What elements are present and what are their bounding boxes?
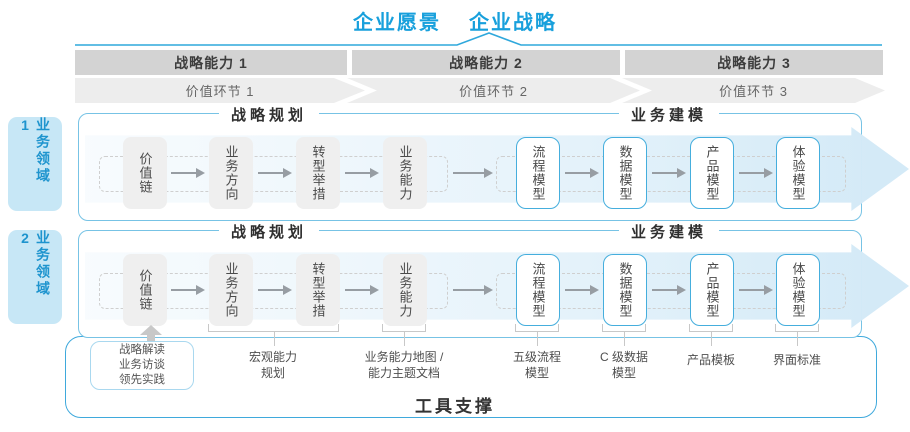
value-link-chevron-3: 价值环节 3 bbox=[622, 78, 885, 103]
flow-arrow-icon bbox=[345, 168, 379, 178]
note-capability-map: 业务能力地图 / 能力主题文档 bbox=[364, 350, 444, 381]
tool-support-label: 工具支撑 bbox=[415, 397, 495, 416]
bracket-connector bbox=[602, 324, 646, 346]
note-process-model: 五级流程 模型 bbox=[512, 350, 562, 381]
flow-arrow-icon bbox=[258, 285, 292, 295]
bracket-connector bbox=[382, 324, 426, 346]
box-product-model: 产品模型 bbox=[690, 254, 734, 326]
modeling-dashed-track bbox=[496, 273, 846, 309]
modeling-dashed-track bbox=[496, 156, 846, 192]
note-ui-standard: 界面标准 bbox=[772, 353, 822, 367]
planning-dashed-track bbox=[99, 273, 448, 309]
box-business-capability: 业务能力 bbox=[383, 254, 427, 326]
flow-arrow-icon bbox=[345, 285, 379, 295]
input-sources-callout: 战略解读 业务访谈 领先实践 bbox=[90, 341, 194, 390]
box-business-direction: 业务方向 bbox=[209, 137, 253, 209]
vision-title: 企业愿景 bbox=[353, 12, 441, 34]
capability-bar-1: 战略能力 1 bbox=[75, 50, 347, 75]
domain-row-1: 战略规划 业务建模 价值链 业务方向 转型举措 业务能力 流程模型 数据模型 产… bbox=[78, 104, 909, 221]
section-title-planning: 战略规划 bbox=[218, 104, 320, 125]
flow-arrow-icon bbox=[739, 285, 773, 295]
domain-label-2: 业务领域 2 bbox=[8, 230, 62, 324]
box-experience-model: 体验模型 bbox=[776, 254, 820, 326]
flow-arrow-icon bbox=[565, 168, 599, 178]
domain-row-2: 战略规划 业务建模 价值链 业务方向 转型举措 业务能力 流程模型 数据模型 产… bbox=[78, 221, 909, 338]
note-macro-capability: 宏观能力 规划 bbox=[248, 350, 298, 381]
value-link-chevron-1: 价值环节 1 bbox=[75, 78, 365, 103]
box-data-model: 数据模型 bbox=[603, 254, 647, 326]
section-title-modeling: 业务建模 bbox=[618, 104, 720, 125]
page-title: 企业愿景 企业战略 bbox=[0, 6, 910, 35]
section-title-planning: 战略规划 bbox=[218, 221, 320, 242]
bracket-connector bbox=[515, 324, 559, 346]
flow-arrow-icon bbox=[258, 168, 292, 178]
flow-arrow-icon bbox=[652, 285, 686, 295]
header-connector-line bbox=[75, 32, 882, 46]
capability-bar-2: 战略能力 2 bbox=[352, 50, 620, 75]
box-data-model: 数据模型 bbox=[603, 137, 647, 209]
box-value-chain: 价值链 bbox=[123, 254, 167, 326]
strategy-title: 企业战略 bbox=[469, 12, 557, 34]
value-link-chevron-2: 价值环节 2 bbox=[347, 78, 640, 103]
box-transformation: 转型举措 bbox=[296, 254, 340, 326]
bracket-connector bbox=[775, 324, 819, 346]
flow-arrow-icon bbox=[652, 168, 686, 178]
bracket-connector bbox=[208, 324, 339, 346]
up-arrow-icon bbox=[140, 325, 162, 346]
planning-dashed-track bbox=[99, 156, 448, 192]
note-data-model: C 级数据 模型 bbox=[599, 350, 649, 381]
bracket-connector bbox=[689, 324, 733, 346]
box-process-model: 流程模型 bbox=[516, 137, 560, 209]
flow-arrow-icon bbox=[453, 168, 493, 178]
box-experience-model: 体验模型 bbox=[776, 137, 820, 209]
flow-arrow-icon bbox=[565, 285, 599, 295]
tool-support-container bbox=[65, 336, 877, 418]
domain-label-1: 业务领域 1 bbox=[8, 117, 62, 211]
flow-arrow-icon bbox=[453, 285, 493, 295]
box-transformation: 转型举措 bbox=[296, 137, 340, 209]
box-product-model: 产品模型 bbox=[690, 137, 734, 209]
box-value-chain: 价值链 bbox=[123, 137, 167, 209]
box-business-capability: 业务能力 bbox=[383, 137, 427, 209]
flow-arrow-icon bbox=[171, 285, 205, 295]
flow-arrow-icon bbox=[739, 168, 773, 178]
box-process-model: 流程模型 bbox=[516, 254, 560, 326]
box-business-direction: 业务方向 bbox=[209, 254, 253, 326]
capability-bar-3: 战略能力 3 bbox=[625, 50, 883, 75]
note-product-template: 产品模板 bbox=[686, 353, 736, 367]
flow-arrow-icon bbox=[171, 168, 205, 178]
section-title-modeling: 业务建模 bbox=[618, 221, 720, 242]
